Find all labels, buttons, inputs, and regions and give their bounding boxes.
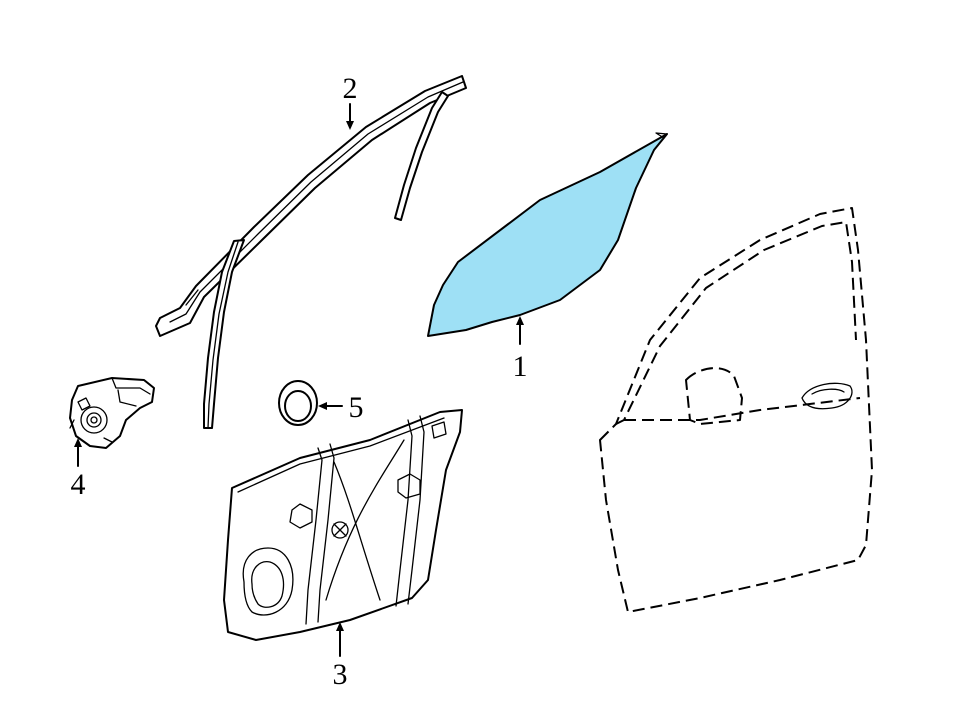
window-motor-part (69, 377, 155, 449)
callout-1-label: 1 (513, 350, 528, 383)
callout-arrows (74, 103, 524, 657)
callout-labels: 2 1 3 4 5 (71, 72, 528, 691)
callout-4-label: 4 (71, 468, 86, 501)
door-glass-part (427, 132, 668, 337)
run-channel-part (155, 75, 467, 429)
grommet-part (278, 380, 318, 426)
door-shell-phantom (599, 207, 873, 613)
glass-fill (427, 133, 668, 337)
callout-5-label: 5 (349, 391, 364, 424)
regulator-part (223, 409, 463, 641)
callout-3-label: 3 (333, 658, 348, 691)
callout-2-label: 2 (343, 72, 358, 105)
